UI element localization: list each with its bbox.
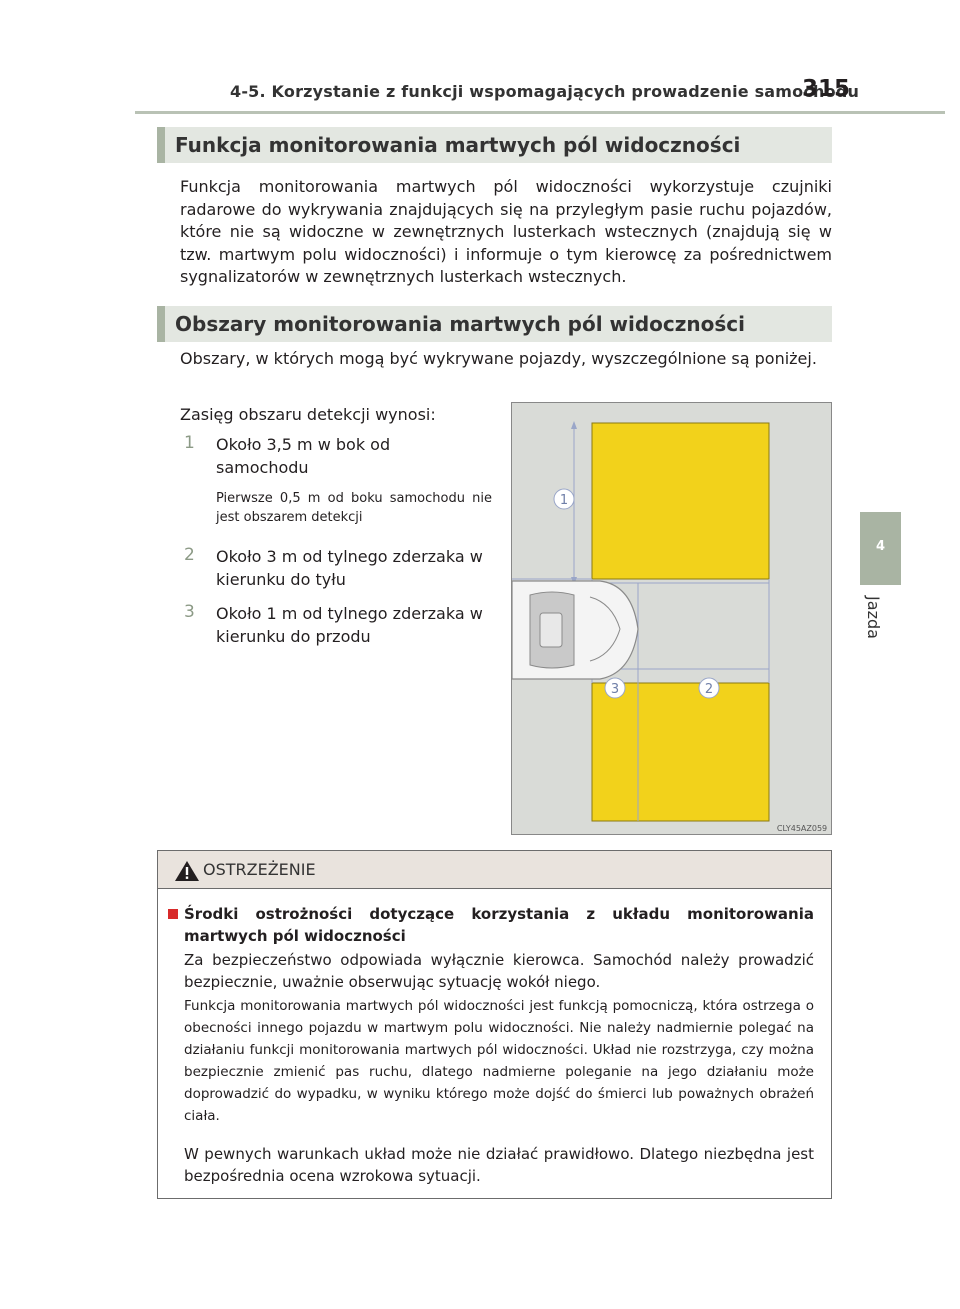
section-heading-1: Funkcja monitorowania martwych pól widoc…	[157, 127, 832, 163]
item-number-1: 1	[184, 433, 195, 453]
rear-zone	[591, 682, 770, 822]
section-heading-2: Obszary monitorowania martwych pól widoc…	[157, 306, 832, 342]
heading-accent-bar	[157, 306, 165, 342]
section-heading-2-text: Obszary monitorowania martwych pól widoc…	[175, 312, 746, 336]
item-text-1: Około 3,5 m w bok od samochodu	[216, 435, 391, 477]
heading-accent-bar	[157, 127, 165, 163]
detection-area-diagram: 1 2 3 CLY45AZ059	[511, 402, 832, 835]
arrow-head	[571, 421, 577, 429]
warning-heading: OSTRZEŻENIE	[203, 860, 316, 879]
diagram-svg: 1 2 3 CLY45AZ059	[512, 421, 827, 833]
car-icon	[512, 580, 639, 680]
side-zone	[591, 422, 770, 580]
item-number-3: 3	[184, 602, 195, 622]
diagram-label-3: 3	[604, 677, 626, 699]
item-number-2: 2	[184, 545, 195, 565]
section-2-intro: Obszary, w których mogą być wykrywane po…	[180, 349, 817, 368]
chapter-tab: 4	[860, 512, 901, 585]
warning-title: Środki ostrożności dotyczące korzystania…	[184, 905, 814, 945]
section-1-body: Funkcja monitorowania martwych pól widoc…	[180, 177, 832, 286]
header-divider	[135, 111, 945, 114]
running-header: 4-5. Korzystanie z funkcji wspomagającyc…	[230, 82, 860, 101]
warning-header: OSTRZEŻENIE	[158, 851, 831, 889]
chapter-label: Jazda	[863, 596, 883, 639]
warning-paragraph-2: Funkcja monitorowania martwych pól widoc…	[184, 998, 814, 1124]
warning-triangle-icon	[175, 861, 199, 881]
item-note-1: Pierwsze 0,5 m od boku samochodu nie jes…	[216, 491, 492, 525]
warning-bullet-square	[168, 909, 178, 919]
section-heading-1-text: Funkcja monitorowania martwych pól widoc…	[175, 133, 741, 157]
diagram-label-2: 2	[698, 677, 720, 699]
chapter-label-box: Jazda	[863, 590, 896, 650]
warning-box: OSTRZEŻENIE Środki ostrożności dotyczące…	[157, 850, 832, 1199]
page-number: 315	[802, 76, 851, 102]
svg-text:3: 3	[611, 682, 619, 697]
svg-text:1: 1	[560, 493, 568, 508]
warning-paragraph-1: Za bezpieczeństwo odpowiada wyłącznie ki…	[184, 951, 814, 991]
chapter-number: 4	[875, 539, 886, 554]
diagram-label-1: 1	[553, 488, 575, 510]
warning-paragraph-3: W pewnych warunkach układ może nie dział…	[184, 1145, 814, 1185]
item-text-3: Około 1 m od tylnego zderzaka w kierunku…	[216, 604, 483, 646]
diagram-code: CLY45AZ059	[777, 824, 827, 833]
svg-text:2: 2	[705, 682, 713, 697]
range-label: Zasięg obszaru detekcji wynosi:	[180, 405, 436, 424]
item-text-2: Około 3 m od tylnego zderzaka w kierunku…	[216, 547, 483, 589]
